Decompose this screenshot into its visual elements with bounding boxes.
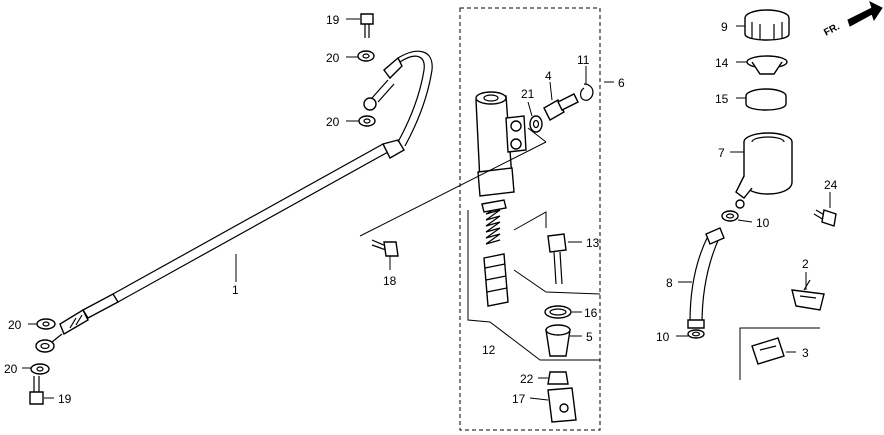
bracket-group-13b [513, 269, 601, 295]
callout-18: 18 [383, 274, 397, 288]
callout-20-top-1: 20 [326, 51, 340, 65]
brake-hose [35, 50, 433, 353]
bracket-3-leader [739, 327, 820, 380]
callout-20-bottom-2: 20 [4, 362, 18, 376]
callout-3: 3 [802, 346, 809, 360]
leader-cylinder-to-inlet [527, 127, 547, 143]
callout-15: 15 [715, 92, 729, 106]
callout-22: 22 [520, 372, 534, 386]
mounting-bolt [371, 239, 399, 257]
front-direction-icon: FR. [822, 1, 883, 39]
callout-4: 4 [545, 69, 552, 83]
callout-7: 7 [718, 146, 725, 160]
sealing-washer-bottom-2 [30, 363, 50, 375]
callout-10-upper: 10 [756, 216, 770, 230]
reservoir-screw [813, 209, 837, 227]
banjo-bolt-top [360, 13, 374, 38]
sealing-washer-bottom-1 [36, 318, 56, 330]
clevis-joint [547, 387, 577, 423]
return-spring [481, 199, 507, 245]
diaphragm-plate [746, 55, 788, 75]
leader-cylinder-to-bolt [359, 141, 547, 237]
callout-24: 24 [824, 178, 838, 192]
callout-11: 11 [577, 53, 590, 67]
dust-boot [545, 324, 571, 357]
callout-20-bottom-1: 20 [8, 318, 22, 332]
front-direction-label: FR. [822, 21, 842, 38]
callout-1: 1 [232, 283, 239, 297]
reservoir-bracket [791, 279, 825, 311]
retainer-ring [544, 305, 572, 319]
callout-leaders [22, 18, 831, 401]
assembly-frame [459, 7, 601, 431]
reservoir-cap [744, 9, 790, 41]
bracket-group-12 [467, 210, 600, 361]
reservoir-hose-joint [543, 93, 579, 121]
sealing-washer-top-1 [357, 50, 375, 62]
callout-2: 2 [802, 257, 809, 271]
bracket-group-13 [513, 211, 547, 231]
callout-6: 6 [618, 76, 625, 90]
hose-clip-lower [687, 329, 705, 339]
callout-19-top: 19 [326, 13, 340, 27]
diaphragm [745, 88, 787, 111]
reservoir-hose [687, 227, 725, 329]
sealing-washer-top-2 [358, 115, 376, 127]
circlip [579, 83, 594, 101]
master-cylinder-body [475, 91, 527, 197]
callout-10-lower: 10 [656, 330, 670, 344]
callout-5: 5 [586, 330, 593, 344]
callout-21: 21 [521, 87, 535, 101]
callout-9: 9 [721, 20, 728, 34]
callout-17: 17 [512, 392, 526, 406]
lock-nut [547, 371, 569, 385]
banjo-bolt-bottom [29, 376, 44, 405]
push-rod [547, 233, 567, 285]
callout-14: 14 [715, 56, 729, 70]
callout-19-bottom: 19 [58, 392, 72, 406]
callout-16: 16 [584, 306, 598, 320]
hose-clip-upper [721, 210, 739, 222]
reservoir-tank [735, 132, 793, 209]
piston-assembly [483, 253, 509, 307]
hose-guide-bracket [751, 337, 785, 365]
callout-12: 12 [482, 343, 496, 357]
callout-13: 13 [586, 236, 600, 250]
callout-8: 8 [666, 276, 673, 290]
o-ring-seal [529, 115, 543, 133]
callout-20-top-2: 20 [326, 115, 340, 129]
